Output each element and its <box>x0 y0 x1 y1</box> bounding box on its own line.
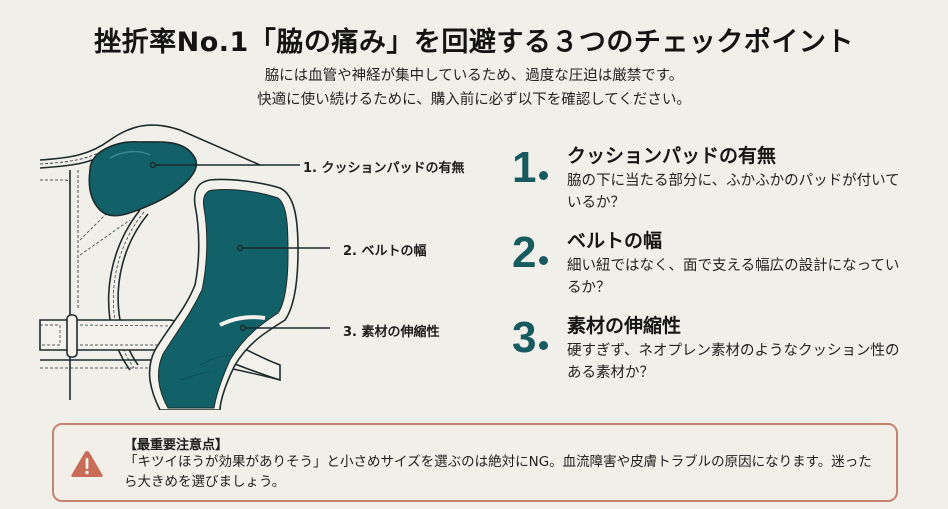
warning-box: 【最重要注意点】 「キツイほうが効果がありそう」と小さめサイズを選ぶのは絶対にN… <box>52 423 898 502</box>
point-description: 脇の下に当たる部分に、ふかふかのパッドが付いているか？ <box>567 173 900 211</box>
point-number: 3 <box>512 313 549 363</box>
callout-material-stretch: 3. 素材の伸縮性 <box>343 325 440 340</box>
cushion-pad <box>88 140 198 217</box>
warning-body: 「キツイほうが効果がありそう」と小さめサイズを選ぶのは絶対にNG。血流障害や皮膚… <box>124 454 872 490</box>
check-point-2: 2 ベルトの幅 細い紐ではなく、面で支える幅広の設計になっているか？ <box>512 228 912 308</box>
page-title: 挫折率No.1「脇の痛み」を回避する３つのチェックポイント <box>94 27 854 58</box>
subtitle-line-2: 快適に使い続けるために、購入前に必ず以下を確認してください。 <box>257 92 691 108</box>
harness-illustration <box>39 124 330 410</box>
point-description: 硬すぎず、ネオプレン素材のようなクッション性のある素材か？ <box>567 343 900 381</box>
point-number: 2 <box>512 228 549 278</box>
callout-cushion-pad: 1. クッションパッドの有無 <box>303 161 465 176</box>
number-dot <box>539 341 549 350</box>
warning-heading: 【最重要注意点】 <box>124 438 229 453</box>
subtitle-line-1: 脇には血管や神経が集中しているため、過度な圧迫は厳禁です。 <box>264 68 684 84</box>
check-point-3: 3 素材の伸縮性 硬すぎず、ネオプレン素材のようなクッション性のある素材か？ <box>512 313 912 393</box>
point-title: クッションパッドの有無 <box>567 145 777 167</box>
point-description: 細い紐ではなく、面で支える幅広の設計になっているか？ <box>567 258 900 296</box>
point-title: 素材の伸縮性 <box>567 315 682 337</box>
callout-belt-width: 2. ベルトの幅 <box>343 244 427 259</box>
warning-triangle-icon <box>71 451 103 477</box>
point-title: ベルトの幅 <box>567 230 663 252</box>
page-subtitle: 脇には血管や神経が集中しているため、過度な圧迫は厳禁です。 快適に使い続けるため… <box>0 64 948 112</box>
number-dot <box>539 171 549 180</box>
check-point-1: 1 クッションパッドの有無 脇の下に当たる部分に、ふかふかのパッドが付いているか… <box>512 143 912 223</box>
point-number: 1 <box>512 143 549 193</box>
number-dot <box>539 256 549 265</box>
